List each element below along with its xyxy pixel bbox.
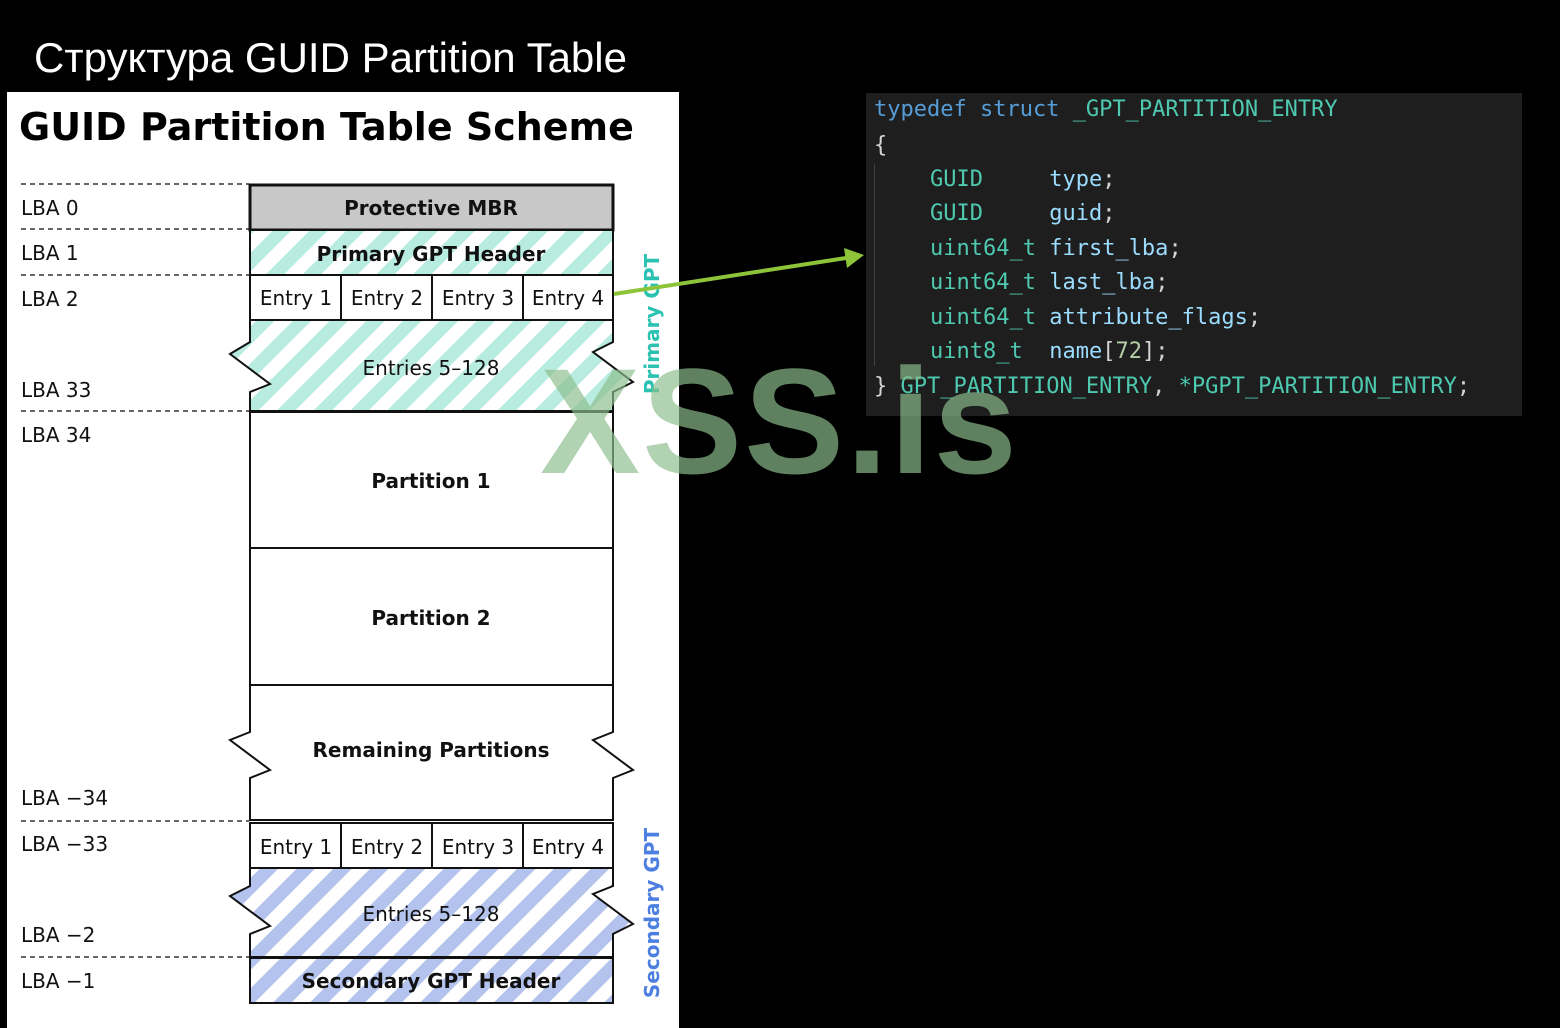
code-comma: ,	[1152, 374, 1166, 399]
code-field-guid-pad	[983, 201, 1049, 226]
code-field-name-pad	[1023, 339, 1050, 364]
lba-minus34-label: LBA −34	[21, 786, 108, 810]
primary-entry-4: Entry 4	[532, 286, 604, 310]
code-field-name-name: name	[1049, 339, 1103, 364]
lba-34-label: LBA 34	[21, 423, 91, 447]
code-field-last-lba-semicolon: ;	[1155, 270, 1169, 295]
primary-gpt-label: Primary GPT	[640, 253, 664, 394]
lba-1-label: LBA 1	[21, 241, 79, 265]
code-field-name-bracket-open: [	[1102, 339, 1116, 364]
diagram-title: GUID Partition Table Scheme	[19, 105, 634, 149]
partition-2-label: Partition 2	[371, 606, 490, 630]
gpt-diagram-panel: GUID Partition Table Scheme LBA 0 LBA 1 …	[7, 92, 679, 1028]
code-field-attribute-flags: uint64_t attribute_flags;	[930, 303, 1261, 333]
code-field-last-lba-name: last_lba	[1049, 270, 1156, 295]
code-field-name-bracket-close: ];	[1141, 339, 1169, 364]
code-line-typedef: typedef struct _GPT_PARTITION_ENTRY	[874, 95, 1338, 125]
code-field-attribute-flags-name: attribute_flags	[1049, 305, 1248, 330]
remaining-partitions-label: Remaining Partitions	[313, 738, 550, 762]
secondary-entry-2: Entry 2	[351, 835, 423, 859]
partition-1-block	[249, 411, 614, 549]
code-field-last-lba: uint64_t last_lba;	[930, 268, 1168, 298]
remaining-partitions-block	[227, 684, 636, 821]
code-field-guid-name: guid	[1049, 201, 1103, 226]
gpt-diagram: GUID Partition Table Scheme LBA 0 LBA 1 …	[19, 105, 664, 1004]
lba-33-label: LBA 33	[21, 378, 91, 402]
code-indent-guide	[874, 164, 875, 366]
code-field-last-lba-pad	[1036, 270, 1049, 295]
primary-entry-3: Entry 3	[442, 286, 514, 310]
code-field-first-lba-type: uint64_t	[930, 236, 1036, 261]
code-pointer-typedef-name: *PGPT_PARTITION_ENTRY	[1178, 374, 1457, 399]
primary-entries-rest-label: Entries 5–128	[363, 356, 500, 380]
code-field-guid-type: GUID	[930, 201, 983, 226]
code-field-name-type: uint8_t	[930, 339, 1023, 364]
code-field-guid-semicolon: ;	[1102, 201, 1116, 226]
code-panel: typedef struct _GPT_PARTITION_ENTRY { GU…	[866, 93, 1522, 416]
code-field-last-lba-type: uint64_t	[930, 270, 1036, 295]
code-field-type-semicolon: ;	[1102, 167, 1116, 192]
code-field-attribute-flags-semicolon: ;	[1247, 305, 1262, 330]
secondary-entry-1: Entry 1	[260, 835, 332, 859]
secondary-entry-3: Entry 3	[442, 835, 514, 859]
code-typedef-name: GPT_PARTITION_ENTRY	[900, 374, 1153, 399]
lba-minus1-label: LBA −1	[21, 969, 95, 993]
code-struct-name: _GPT_PARTITION_ENTRY	[1072, 97, 1338, 122]
code-field-type-pad	[983, 167, 1049, 192]
secondary-entry-4: Entry 4	[532, 835, 604, 859]
primary-entry-1: Entry 1	[260, 286, 332, 310]
code-line-open-brace: {	[874, 131, 887, 161]
lba-minus33-label: LBA −33	[21, 832, 108, 856]
secondary-entries-rest-label: Entries 5–128	[363, 902, 500, 926]
code-field-name-size: 72	[1115, 339, 1142, 364]
code-typedef-keyword: typedef struct	[874, 97, 1060, 122]
primary-gpt-header-label: Primary GPT Header	[317, 242, 546, 266]
code-field-first-lba: uint64_t first_lba;	[930, 234, 1182, 264]
secondary-gpt-label: Secondary GPT	[640, 828, 664, 999]
code-field-name: uint8_t name[72];	[930, 337, 1168, 367]
partition-1-label: Partition 1	[371, 469, 490, 493]
code-field-type-name: type	[1049, 167, 1103, 192]
lba-2-label: LBA 2	[21, 287, 79, 311]
lba-separators	[21, 183, 249, 958]
arrow-head-icon	[844, 248, 864, 268]
lba-0-label: LBA 0	[21, 196, 79, 220]
code-close-brace: }	[874, 374, 888, 399]
partition-2-block	[249, 547, 614, 686]
code-field-attribute-flags-pad	[1036, 305, 1049, 330]
code-field-attribute-flags-type: uint64_t	[930, 305, 1036, 330]
code-open-brace: {	[874, 133, 888, 158]
code-field-type: GUID type;	[930, 165, 1115, 195]
lba-minus2-label: LBA −2	[21, 923, 95, 947]
code-line-close: } GPT_PARTITION_ENTRY, *PGPT_PARTITION_E…	[874, 372, 1470, 402]
primary-entry-2: Entry 2	[351, 286, 423, 310]
slide-title: Структура GUID Partition Table	[34, 34, 627, 81]
code-field-type-type: GUID	[930, 167, 983, 192]
code-field-first-lba-name: first_lba	[1049, 236, 1169, 261]
code-field-first-lba-pad	[1036, 236, 1049, 261]
secondary-gpt-header-block	[249, 957, 614, 1004]
code-final-semicolon: ;	[1456, 374, 1471, 399]
protective-mbr-block	[248, 183, 615, 232]
code-field-guid: GUID guid;	[930, 199, 1115, 229]
secondary-gpt-header-label: Secondary GPT Header	[302, 969, 561, 993]
code-field-first-lba-semicolon: ;	[1168, 236, 1182, 261]
protective-mbr-label: Protective MBR	[344, 196, 518, 220]
